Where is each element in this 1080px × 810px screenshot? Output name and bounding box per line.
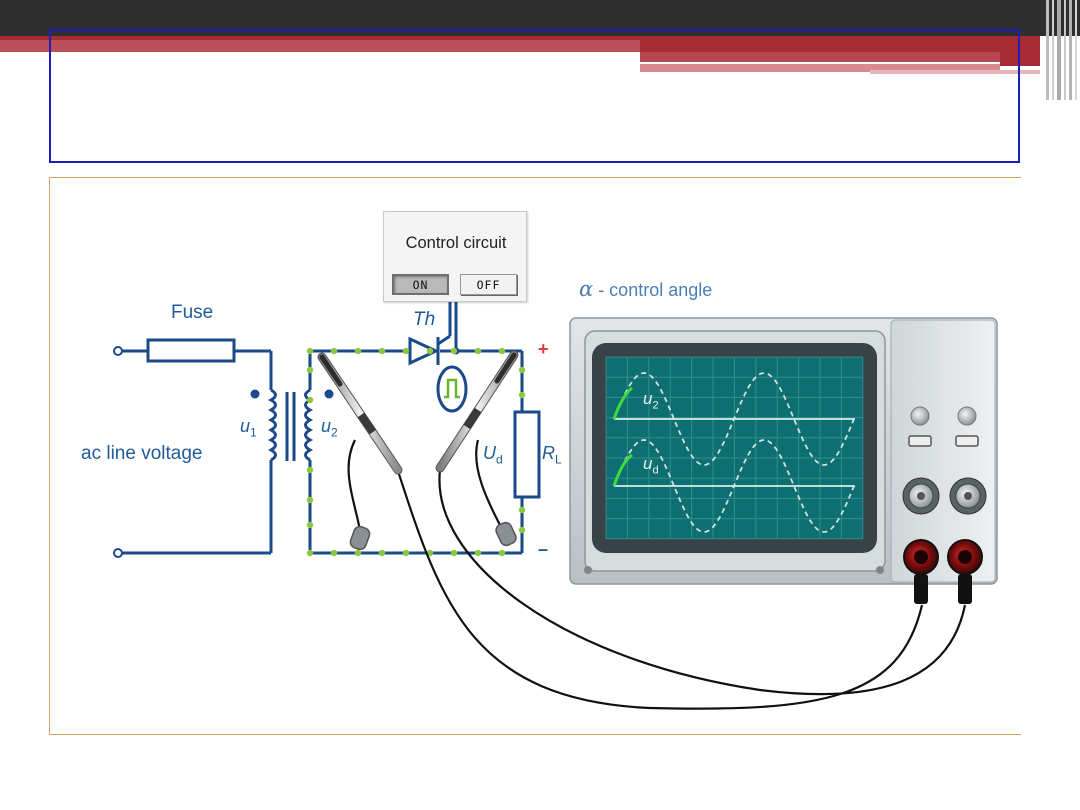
primary-dot xyxy=(250,389,260,399)
circuit-node xyxy=(426,549,434,557)
circuit-node xyxy=(474,549,482,557)
corner-stripes xyxy=(1046,0,1077,100)
scope-switch-1 xyxy=(908,435,932,447)
scope-knob-1 xyxy=(910,406,930,426)
circuit-node xyxy=(450,549,458,557)
circuit-node xyxy=(402,347,410,355)
input-terminal-bottom xyxy=(113,548,123,558)
circuit-node xyxy=(518,366,526,374)
circuit-node xyxy=(306,521,314,529)
circuit-node xyxy=(306,466,314,474)
scope-traces xyxy=(612,372,855,533)
circuit-node xyxy=(306,496,314,504)
control-circuit-panel: Control circuit ON OFF xyxy=(383,211,527,302)
minus-sign: – xyxy=(538,539,549,559)
scope-knob-2 xyxy=(957,406,977,426)
circuit-node xyxy=(378,347,386,355)
circuit-node xyxy=(330,347,338,355)
output-voltage-label: Ud xyxy=(483,443,503,467)
scope-trace-ud-label: ud xyxy=(643,454,659,477)
circuit-node xyxy=(354,549,362,557)
scope-trace-u2-label: u2 xyxy=(643,389,659,412)
left-probe xyxy=(317,352,403,475)
secondary-voltage-label: u2 xyxy=(321,416,338,440)
circuit-node xyxy=(330,549,338,557)
circuit-node xyxy=(306,396,314,404)
on-button[interactable]: ON xyxy=(392,274,449,295)
circuit-node xyxy=(354,347,362,355)
primary-voltage-label: u1 xyxy=(240,416,257,440)
scope-grid xyxy=(605,356,864,540)
alpha-symbol: α xyxy=(579,277,594,301)
circuit-node xyxy=(402,549,410,557)
off-button[interactable]: OFF xyxy=(460,274,517,295)
oscilloscope xyxy=(569,317,998,604)
secondary-dot xyxy=(324,389,334,399)
pulse-source xyxy=(436,365,468,413)
load-label: RL xyxy=(542,443,562,467)
line-voltage-label: ac line voltage xyxy=(81,443,203,464)
circuit-node xyxy=(518,391,526,399)
right-probe xyxy=(435,350,519,473)
ground-clips xyxy=(349,521,517,551)
transformer xyxy=(267,388,314,462)
plus-sign: + xyxy=(538,339,549,359)
control-angle-label: α - control angle xyxy=(579,277,713,301)
circuit-node xyxy=(498,549,506,557)
circuit-node xyxy=(306,347,314,355)
input-terminal-top xyxy=(113,346,123,356)
circuit-node xyxy=(306,366,314,374)
thyristor-label: Th xyxy=(413,309,436,330)
circuit-node xyxy=(306,549,314,557)
scope-switch-2 xyxy=(955,435,979,447)
circuit-node xyxy=(498,347,506,355)
circuit-node xyxy=(474,347,482,355)
fuse xyxy=(146,338,236,363)
circuit-node xyxy=(450,347,458,355)
circuit-nodes xyxy=(306,347,526,557)
title-box xyxy=(49,29,1020,163)
circuit-node xyxy=(378,549,386,557)
load-resistor xyxy=(513,410,541,499)
circuit-node xyxy=(518,526,526,534)
circuit-node xyxy=(426,347,434,355)
header-decoration xyxy=(0,0,1077,100)
fuse-label: Fuse xyxy=(171,302,214,323)
thyristor xyxy=(408,336,440,366)
control-circuit-title: Control circuit xyxy=(405,234,507,252)
circuit-node xyxy=(518,506,526,514)
